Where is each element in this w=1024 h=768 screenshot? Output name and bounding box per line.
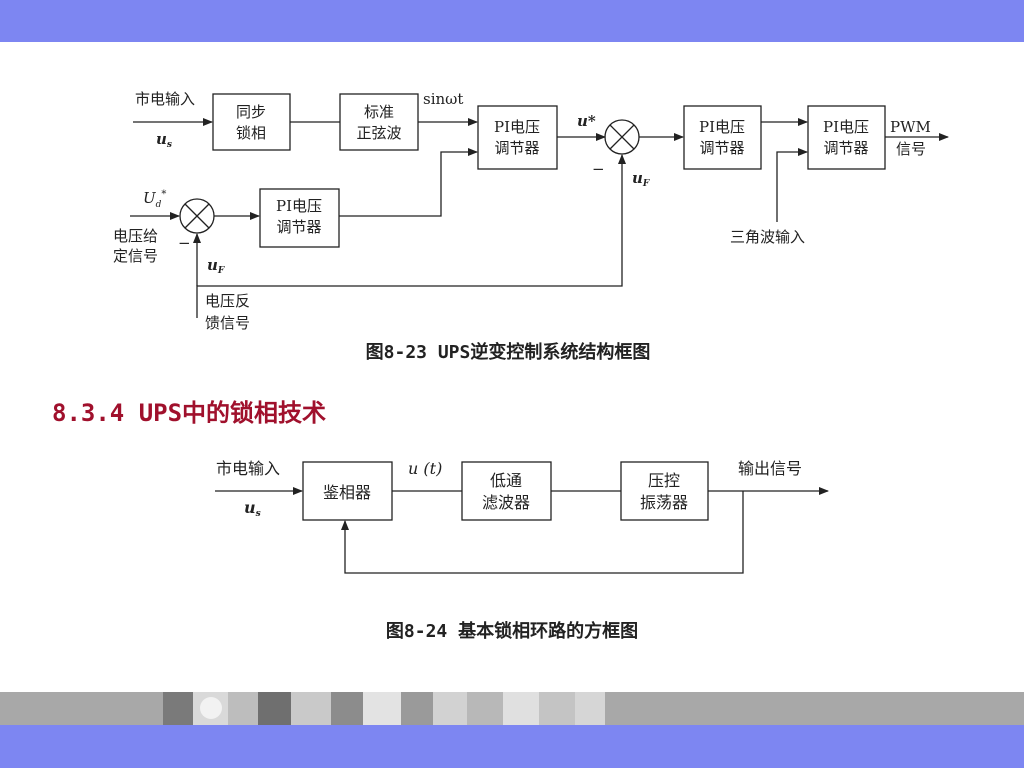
pi-regulator-4-block — [259, 188, 340, 248]
sync-lock-line2: 锁相 — [236, 124, 266, 142]
section-heading: 8.3.4 UPS中的锁相技术 — [52, 399, 327, 427]
pi4-to-pi1-arrow — [339, 148, 478, 217]
top-accent-bar — [0, 0, 1024, 42]
figure-8-24-caption: 图8-24 基本锁相环路的方框图 — [386, 620, 638, 642]
pll-feedback-arrow — [341, 491, 744, 574]
vco-line2: 振荡器 — [640, 493, 688, 512]
standard-sine-line2: 正弦波 — [356, 124, 401, 142]
pi4-line2: 调节器 — [276, 218, 321, 236]
figure-8-23-labels: 市电输入 us 同步 锁相 标准 正弦波 sinωt PI电压 调节器 u* −… — [113, 90, 931, 363]
lowpass-line2: 滤波器 — [482, 493, 530, 512]
uf-label-1: uF — [207, 256, 225, 276]
voltage-feedback-line2: 馈信号 — [205, 314, 250, 332]
pwm-label: PWM — [890, 118, 931, 136]
figure-8-24-labels: 市电输入 us 鉴相器 u (t) 低通 滤波器 压控 振荡器 输出信号 图8-… — [216, 459, 802, 642]
u-star-label: u* — [577, 112, 596, 130]
triangle-input-label: 三角波输入 — [730, 228, 805, 246]
sync-lock-line1: 同步 — [236, 103, 266, 121]
uf-label-2: uF — [632, 169, 650, 189]
pi-regulator-1-block — [477, 105, 558, 170]
mains-input-label: 市电输入 — [135, 90, 195, 108]
minus-sign-2: − — [592, 160, 605, 178]
bottom-accent-bar — [0, 725, 1024, 768]
pi2-line1: PI电压 — [699, 118, 745, 136]
pi3-line2: 调节器 — [823, 139, 868, 157]
pi1-line1: PI电压 — [494, 118, 540, 136]
pi2-line2: 调节器 — [699, 139, 744, 157]
voltage-given-line2: 定信号 — [113, 247, 158, 265]
us-label: us — [156, 130, 172, 150]
pi-regulator-3-block — [807, 105, 886, 170]
phase-detector-label: 鉴相器 — [323, 483, 371, 502]
figure-8-23-caption: 图8-23 UPS逆变控制系统结构框图 — [366, 341, 651, 363]
pi4-line1: PI电压 — [276, 197, 322, 215]
signal-label: 信号 — [896, 140, 926, 158]
voltage-given-line1: 电压给 — [113, 227, 158, 245]
output-signal-label: 输出信号 — [738, 459, 802, 478]
feedback-to-summer2-arrow — [196, 154, 626, 318]
pi1-line2: 调节器 — [494, 139, 539, 157]
triangle-input-arrow — [776, 148, 808, 222]
decorative-photo-strip — [0, 692, 1024, 725]
standard-sine-line1: 标准 — [364, 103, 394, 121]
voltage-feedback-line1: 电压反 — [205, 292, 250, 310]
vco-line1: 压控 — [648, 471, 680, 490]
minus-sign-1: − — [178, 234, 191, 252]
pll-us-label: us — [244, 498, 261, 519]
pll-mains-input-label: 市电输入 — [216, 459, 280, 478]
figure-8-23 — [130, 93, 949, 318]
figure-8-24 — [215, 461, 829, 574]
sinwt-label: sinωt — [423, 90, 463, 108]
lowpass-line1: 低通 — [490, 471, 522, 490]
pi3-line1: PI电压 — [823, 118, 869, 136]
ud-star-label: Ud* — [143, 189, 166, 210]
ut-label: u (t) — [408, 459, 442, 478]
pi-regulator-2-block — [683, 105, 762, 170]
